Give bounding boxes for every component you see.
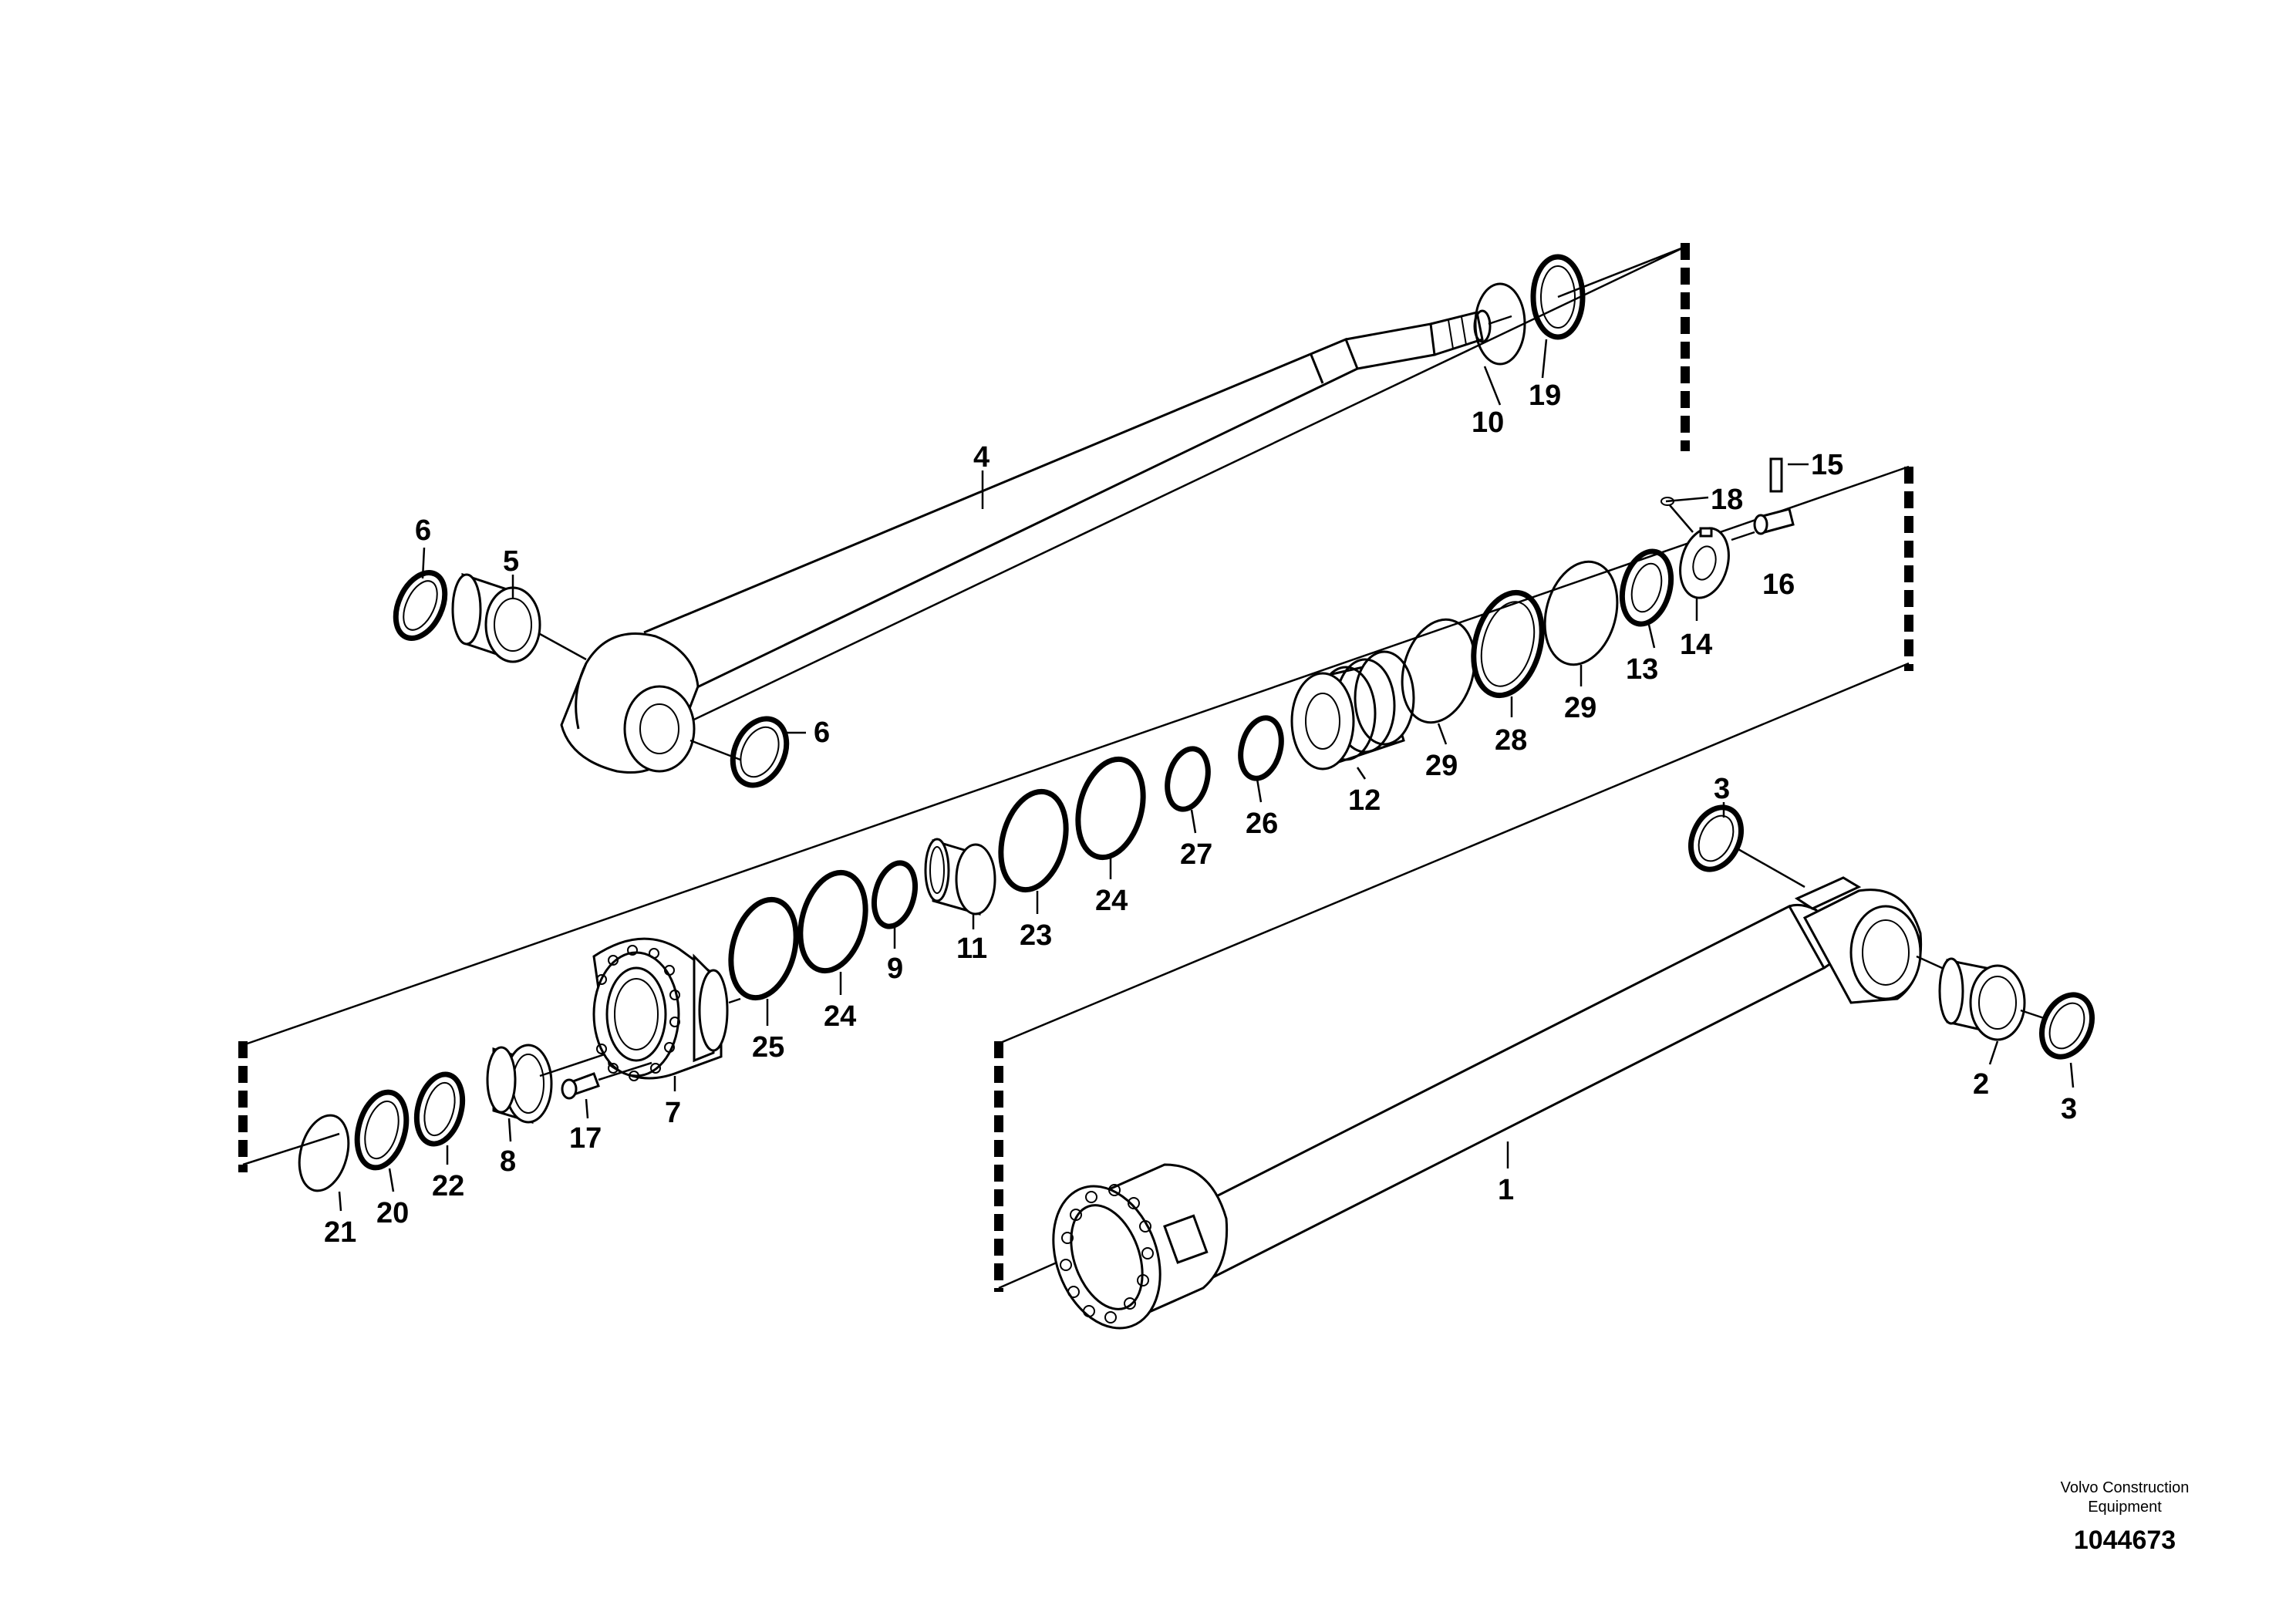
part-label-22: 22 xyxy=(432,1170,464,1202)
footer-credit: Volvo Construction Equipment 1044673 xyxy=(2061,1479,2190,1555)
document-number: 1044673 xyxy=(2074,1526,2176,1555)
part-label-21: 21 xyxy=(324,1216,356,1249)
part-label-19: 19 xyxy=(1529,379,1561,412)
part-label-25: 25 xyxy=(752,1031,784,1064)
gland-and-seals xyxy=(298,457,1809,1192)
barrel-flange-bolt-holes xyxy=(1060,1184,1154,1324)
part-label-16: 16 xyxy=(1762,568,1795,601)
part-label-3: 3 xyxy=(2061,1093,2077,1125)
part-label-15: 15 xyxy=(1811,449,1843,481)
part-label-17: 17 xyxy=(569,1122,602,1155)
part-label-24: 24 xyxy=(1095,885,1128,917)
part-label-29: 29 xyxy=(1564,692,1596,724)
part-label-14: 14 xyxy=(1680,629,1712,661)
gland-bolt-holes xyxy=(596,945,680,1081)
part-label-20: 20 xyxy=(376,1197,409,1229)
part-label-9: 9 xyxy=(887,953,903,985)
assembly-frame-lines xyxy=(238,243,1913,1292)
part-label-2: 2 xyxy=(1973,1068,1989,1101)
part-label-12: 12 xyxy=(1348,784,1381,817)
barrel-eye-parts xyxy=(1688,804,2095,1060)
part-label-18: 18 xyxy=(1711,484,1743,516)
part-label-1: 1 xyxy=(1498,1174,1514,1206)
cylinder-barrel xyxy=(1052,876,1960,1330)
part-label-6: 6 xyxy=(415,514,431,547)
label-leader-lines xyxy=(338,339,2075,1212)
part-number-labels: 4 10 19 6 5 6 15 18 16 14 13 29 28 29 12… xyxy=(324,379,2077,1249)
part-label-5: 5 xyxy=(503,545,519,578)
part-label-24: 24 xyxy=(824,1000,856,1033)
part-label-7: 7 xyxy=(665,1097,681,1129)
rod-eye-parts xyxy=(393,570,790,788)
part-label-27: 27 xyxy=(1180,838,1212,871)
company-name-line2: Equipment xyxy=(2088,1499,2162,1516)
piston-rod xyxy=(508,309,1512,774)
part-label-28: 28 xyxy=(1495,724,1527,757)
part-label-13: 13 xyxy=(1626,653,1658,686)
part-label-8: 8 xyxy=(500,1145,516,1178)
part-label-3: 3 xyxy=(1714,773,1730,805)
part-label-6: 6 xyxy=(814,717,830,749)
part-label-10: 10 xyxy=(1472,406,1504,439)
part-label-26: 26 xyxy=(1246,808,1278,840)
part-label-23: 23 xyxy=(1020,919,1052,952)
rod-end-rings xyxy=(1474,254,1586,366)
part-label-4: 4 xyxy=(973,441,990,474)
part-label-29: 29 xyxy=(1425,750,1458,782)
part-label-11: 11 xyxy=(956,932,987,965)
company-name-line1: Volvo Construction xyxy=(2061,1479,2190,1496)
